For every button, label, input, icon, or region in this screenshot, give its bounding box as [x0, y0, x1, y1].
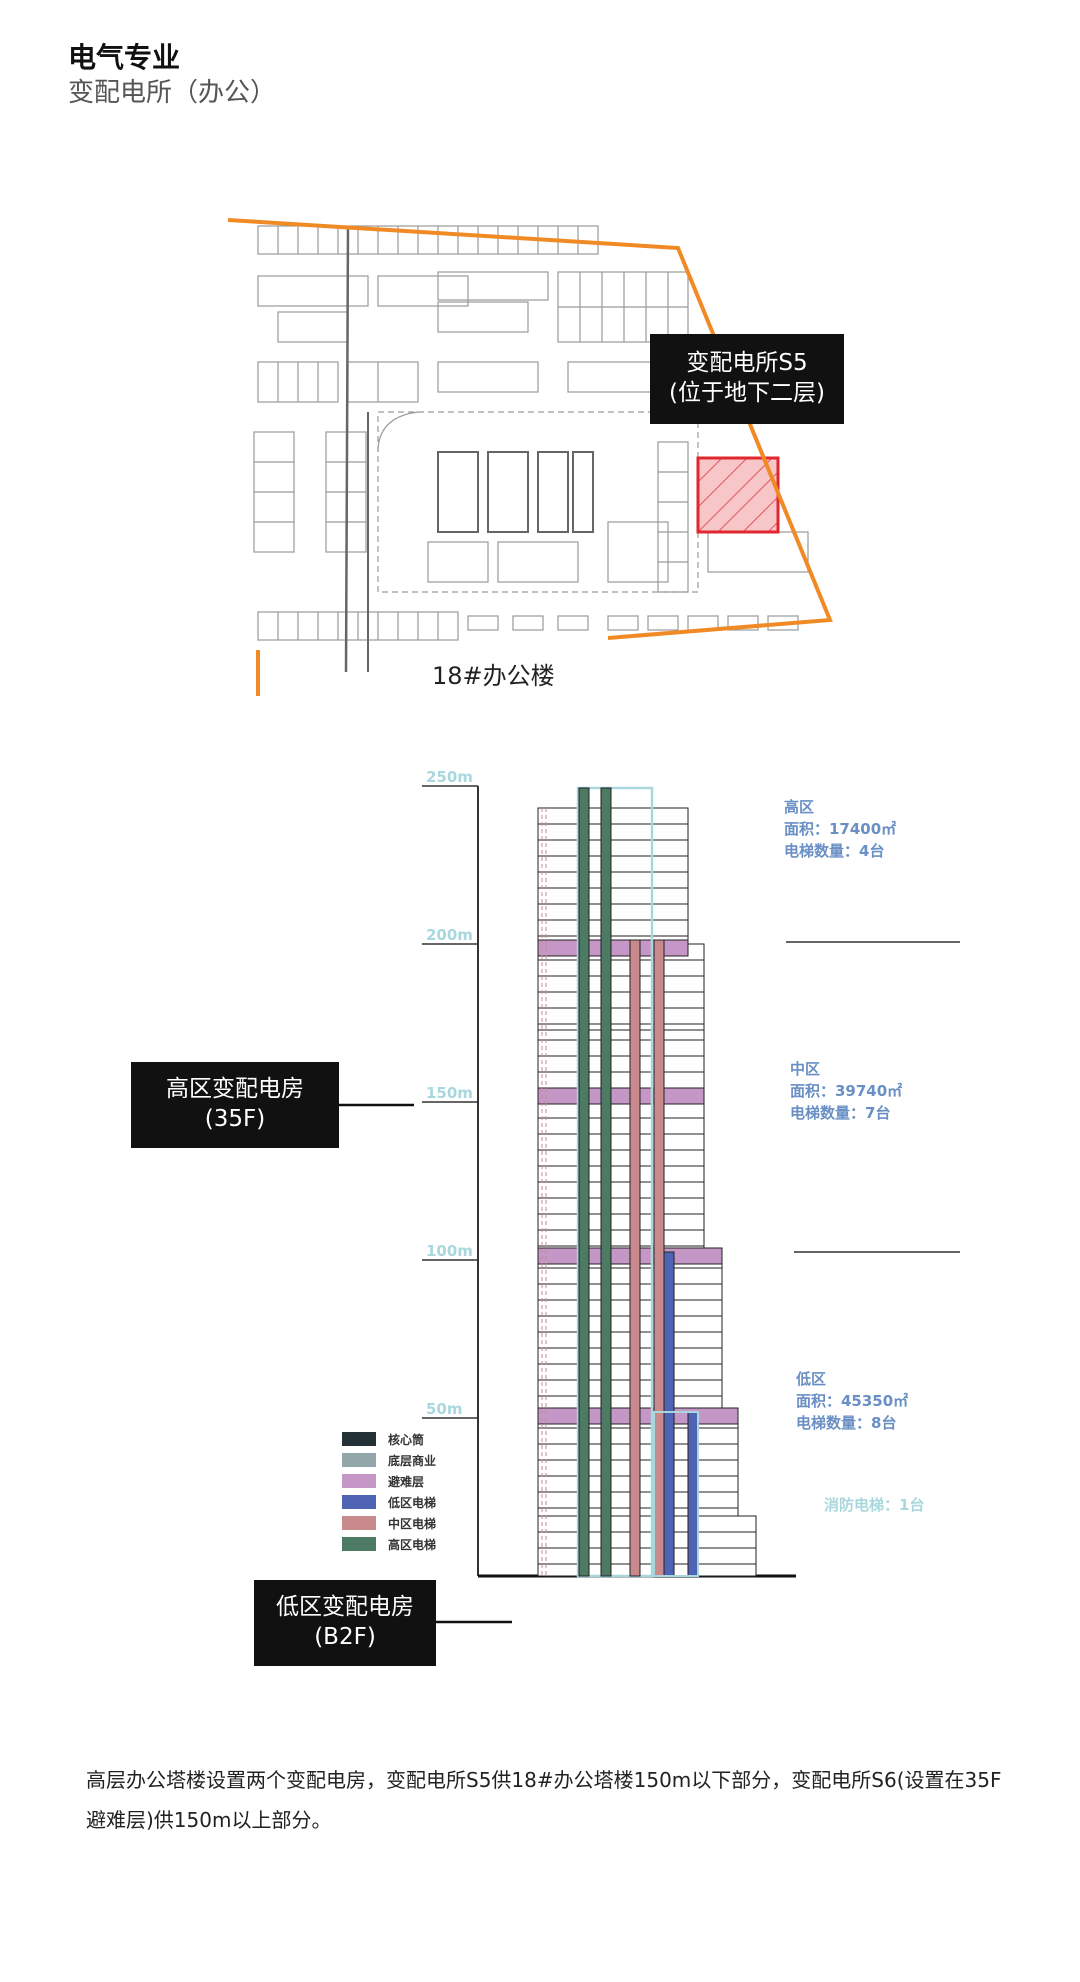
zone-low-area: 面积：45350㎡: [796, 1392, 909, 1410]
legend-item-mid-elevator: 中区电梯: [342, 1514, 436, 1532]
zone-low-elevators: 电梯数量：8台: [796, 1414, 897, 1432]
high-zone-substation-line1: 高区变配电房: [166, 1076, 304, 1102]
high-zone-elevator-2: [600, 787, 612, 1577]
height-label: 50m: [426, 1400, 463, 1418]
zone-mid-name: 中区: [790, 1060, 821, 1078]
low-zone-elevator-1: [663, 1251, 675, 1577]
substation-s5-label-line1: 变配电所S5: [686, 350, 808, 376]
substation-s5-marker: [696, 456, 780, 534]
legend-item-refuge-floor: 避难层: [342, 1472, 424, 1490]
zone-mid-elevators: 电梯数量：7台: [790, 1104, 891, 1122]
substation-s5-label: 变配电所S5 (位于地下二层): [650, 334, 844, 424]
site-boundary: [228, 218, 833, 640]
mid-zone-elevator-2: [653, 939, 665, 1577]
zone-high-area: 面积：17400㎡: [784, 820, 897, 838]
height-label: 150m: [426, 1084, 473, 1102]
zone-mid-info: 中区 面积：39740㎡ 电梯数量：7台: [790, 1058, 902, 1124]
building-label: 18#办公楼: [432, 662, 555, 690]
height-label: 200m: [426, 926, 473, 944]
zone-high-name: 高区: [784, 798, 815, 816]
page-subtitle: 变配电所（办公）: [68, 78, 277, 108]
plan-linework: [253, 225, 809, 673]
low-zone-substation-line2: (B2F): [314, 1624, 376, 1650]
legend-item-high-elevator: 高区电梯: [342, 1535, 436, 1553]
high-zone-substation-label: 高区变配电房 (35F): [131, 1062, 339, 1148]
legend-item-core: 核心筒: [342, 1430, 424, 1448]
legend-label: 核心筒: [388, 1432, 425, 1447]
zone-high-elevators: 电梯数量：4台: [784, 842, 885, 860]
height-ticks: [422, 785, 478, 1419]
zone-high-info: 高区 面积：17400㎡ 电梯数量：4台: [784, 796, 896, 862]
tower-floors: [537, 807, 757, 1577]
substation-s5-label-line2: (位于地下二层): [669, 380, 825, 406]
legend-swatch: [342, 1474, 376, 1488]
legend-label: 高区电梯: [388, 1537, 437, 1552]
fire-elevator-count: 消防电梯：1台: [824, 1496, 925, 1514]
zone-low-info: 低区 面积：45350㎡ 电梯数量：8台: [796, 1368, 908, 1434]
legend-label: 中区电梯: [388, 1516, 437, 1531]
legend-label: 低区电梯: [388, 1495, 437, 1510]
height-label: 100m: [426, 1242, 473, 1260]
low-zone-substation-label: 低区变配电房 (B2F): [254, 1580, 436, 1666]
site-plan: [228, 218, 833, 696]
zone-low-name: 低区: [796, 1370, 827, 1388]
legend-item-low-elevator: 低区电梯: [342, 1493, 436, 1511]
legend-label: 底层商业: [388, 1453, 437, 1468]
legend-swatch: [342, 1495, 376, 1509]
legend-swatch: [342, 1516, 376, 1530]
height-label: 250m: [426, 768, 473, 786]
high-zone-substation-line2: (35F): [204, 1106, 266, 1132]
tower-section-diagram: 250m 200m 150m 100m 50m: [339, 768, 960, 1624]
zone-mid-area: 面积：39740㎡: [790, 1082, 903, 1100]
legend-swatch: [342, 1537, 376, 1551]
legend-item-podium-retail: 底层商业: [342, 1451, 436, 1469]
description-text: 高层办公塔楼设置两个变配电房，变配电所S5供18#办公塔楼150m以下部分，变配…: [86, 1768, 1002, 1832]
low-zone-substation-line1: 低区变配电房: [276, 1594, 414, 1620]
legend-swatch: [342, 1453, 376, 1467]
mid-zone-elevator-1: [629, 939, 641, 1577]
legend-swatch: [342, 1432, 376, 1446]
page-title: 电气专业: [68, 41, 181, 74]
high-zone-elevator-1: [578, 787, 590, 1577]
legend-label: 避难层: [388, 1474, 425, 1489]
fire-elevator-outline: [576, 786, 654, 1578]
low-zone-elevator-2: [687, 1411, 699, 1577]
